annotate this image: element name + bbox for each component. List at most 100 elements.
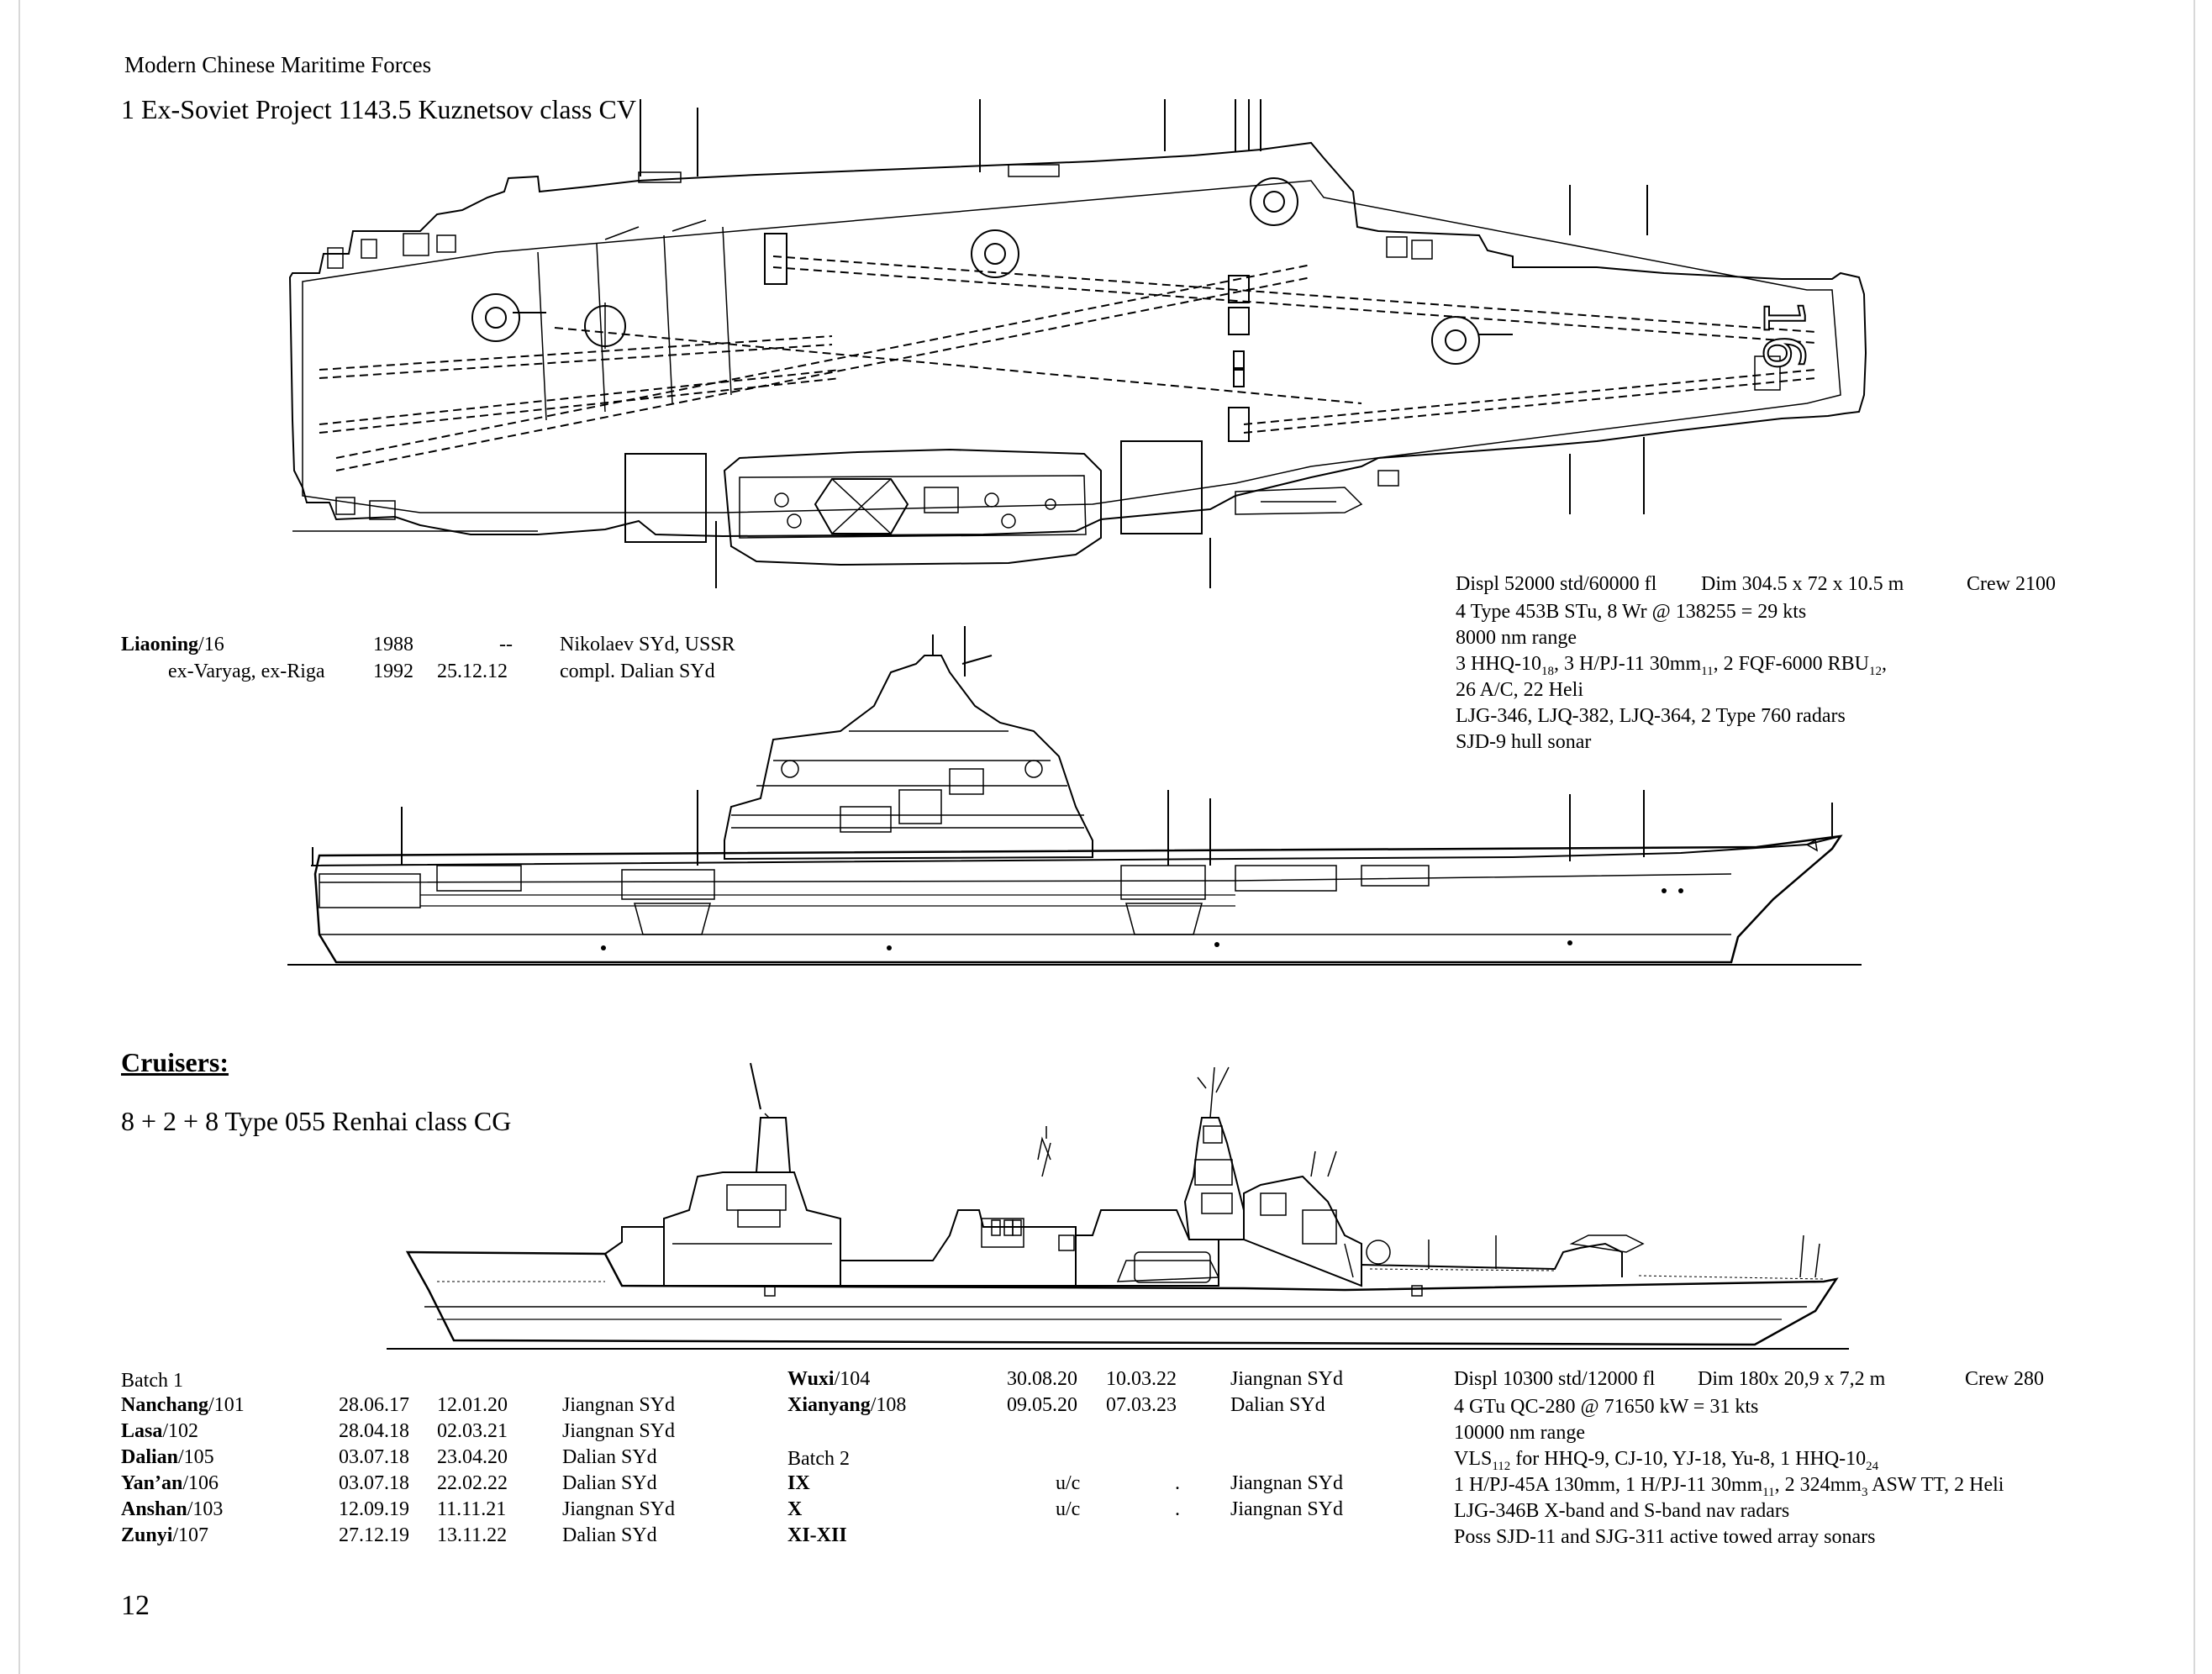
builder: Dalian SYd <box>562 1446 657 1468</box>
cruiser-row: Lasa/102 28.04.18 02.03.21 Jiangnan SYd <box>0 1420 756 1446</box>
comm-date: 13.11.22 <box>437 1524 508 1546</box>
guns-text: ASW TT, 2 Heli <box>1867 1474 2004 1496</box>
cruiser-propulsion: 4 GTu QC-280 @ 71650 kW = 31 kts <box>1454 1396 1759 1418</box>
comm-date: 02.03.21 <box>437 1420 508 1442</box>
cruiser-row: XI-XII <box>0 1524 1429 1550</box>
laid-date: 28.04.18 <box>339 1420 409 1442</box>
cruiser-spec-displ-line: Displ 10300 std/12000 fl Dim 180x 20,9 x… <box>0 1368 2212 1394</box>
cruiser-row: Zunyi/107 27.12.19 13.11.22 Dalian SYd <box>0 1524 756 1550</box>
laid-date: 30.08.20 <box>1007 1368 1077 1390</box>
pennant: /16 <box>198 634 224 655</box>
carrier-radars: LJG-346, LJQ-382, LJQ-364, 2 Type 760 ra… <box>1456 705 1846 727</box>
carrier-range: 8000 nm range <box>1456 627 1577 649</box>
ship-name: Xianyang <box>787 1394 871 1416</box>
laid-date: 03.07.18 <box>339 1446 409 1468</box>
pennant: /105 <box>178 1446 214 1468</box>
comm-date: 07.03.23 <box>1106 1394 1177 1416</box>
pennant: /108 <box>870 1394 907 1416</box>
carrier-plan-view-drawing <box>286 97 1874 588</box>
comm-status: . <box>1175 1472 1180 1494</box>
carrier-dimensions: Dim 304.5 x 72 x 10.5 m <box>1701 573 1904 595</box>
arm-text: , 2 FQF-6000 RBU <box>1713 653 1869 675</box>
ship-name: XI-XII <box>787 1524 847 1546</box>
page-number: 12 <box>121 1590 150 1621</box>
arm-text: , <box>1881 653 1887 675</box>
laid-date: 28.06.17 <box>339 1394 409 1416</box>
builder: compl. Dalian SYd <box>560 661 715 682</box>
laid-status: u/c <box>1056 1498 1081 1520</box>
cruiser-guns: 1 H/PJ-45A 130mm, 1 H/PJ-11 30mm11, 2 32… <box>1454 1472 2004 1499</box>
carrier-profile-drawing <box>286 618 1874 971</box>
comm-date: 23.04.20 <box>437 1446 508 1468</box>
carrier-ship-row: Liaoning/16 1988 -- Nikolaev SYd, USSR <box>0 634 840 660</box>
builder: Nikolaev SYd, USSR <box>560 634 735 655</box>
guns-sub: 3 <box>1861 1486 1868 1499</box>
ship-name: Wuxi <box>787 1368 835 1390</box>
year-commissioned: -- <box>499 634 513 655</box>
laid-date: 09.05.20 <box>1007 1394 1077 1416</box>
builder: Jiangnan SYd <box>562 1498 675 1520</box>
vls-sub: 112 <box>1492 1460 1511 1473</box>
pennant: /107 <box>172 1524 209 1546</box>
arm-text: , 3 H/PJ-11 30mm <box>1554 653 1702 675</box>
laid-date: 03.07.18 <box>339 1472 409 1494</box>
running-header: Modern Chinese Maritime Forces <box>124 52 432 77</box>
vls-sub: 24 <box>1866 1460 1879 1473</box>
cruisers-section-title: Cruisers: <box>121 1047 229 1077</box>
cruiser-class-heading: 8 + 2 + 8 Type 055 Renhai class CG <box>121 1106 512 1136</box>
type-055-cruiser-profile-drawing <box>387 1046 1849 1357</box>
builder: Jiangnan SYd <box>1230 1472 1343 1494</box>
carrier-armament: 3 HHQ-1018, 3 H/PJ-11 30mm11, 2 FQF-6000… <box>1456 651 1887 678</box>
guns-sub: 11 <box>1762 1486 1775 1499</box>
arm-sub: 18 <box>1541 665 1554 678</box>
deck-number-16: 16 <box>1750 299 1816 371</box>
pennant: /104 <box>834 1368 871 1390</box>
page-edge-right <box>2194 0 2195 1674</box>
arm-sub: 11 <box>1701 665 1714 678</box>
pennant: /103 <box>187 1498 224 1520</box>
pennant: /101 <box>208 1394 245 1416</box>
comm-date: 10.03.22 <box>1106 1368 1177 1390</box>
vls-text: VLS <box>1454 1448 1493 1470</box>
comm-date: 12.01.20 <box>437 1394 508 1416</box>
cruiser-row: Wuxi/104 30.08.20 10.03.22 Jiangnan SYd <box>0 1368 1429 1394</box>
cruiser-displacement: Displ 10300 std/12000 fl <box>1454 1368 1656 1390</box>
cruiser-sonars: Poss SJD-11 and SJG-311 active towed arr… <box>1454 1526 1876 1548</box>
cruiser-row: Yan’an/106 03.07.18 22.02.22 Dalian SYd <box>0 1472 756 1498</box>
cruiser-radars: LJG-346B X-band and S-band nav radars <box>1454 1500 1790 1522</box>
batch-2-label: Batch 2 <box>787 1448 850 1470</box>
carrier-air-wing: 26 A/C, 22 Heli <box>1456 679 1584 701</box>
comm-status: . <box>1175 1498 1180 1520</box>
ship-name: Liaoning <box>121 634 199 655</box>
builder: Jiangnan SYd <box>562 1420 675 1442</box>
builder: Jiangnan SYd <box>1230 1498 1343 1520</box>
builder: Dalian SYd <box>562 1472 657 1494</box>
arm-text: 3 HHQ-10 <box>1456 653 1541 675</box>
pennant: /102 <box>162 1420 199 1442</box>
ship-name: Anshan <box>121 1498 187 1520</box>
cruiser-crew: Crew 280 <box>1965 1368 2044 1390</box>
cruiser-row: X u/c . Jiangnan SYd <box>0 1498 1429 1524</box>
ship-name: X <box>787 1498 803 1520</box>
ship-name: Zunyi <box>121 1524 173 1546</box>
guns-text: 1 H/PJ-45A 130mm, 1 H/PJ-11 30mm <box>1454 1474 1763 1496</box>
cruiser-row: Anshan/103 12.09.19 11.11.21 Jiangnan SY… <box>0 1498 756 1524</box>
cruiser-range: 10000 nm range <box>1454 1422 1585 1444</box>
page-edge-left <box>18 0 20 1674</box>
carrier-sonar: SJD-9 hull sonar <box>1456 731 1592 753</box>
comm-date: 22.02.22 <box>437 1472 508 1494</box>
carrier-spec-displ-line: Displ 52000 std/60000 fl Dim 304.5 x 72 … <box>0 573 2212 599</box>
year-launched: 1992 <box>373 661 413 682</box>
vls-text: for HHQ-9, CJ-10, YJ-18, Yu-8, 1 HHQ-10 <box>1510 1448 1867 1470</box>
carrier-crew: Crew 2100 <box>1967 573 2056 595</box>
builder: Jiangnan SYd <box>1230 1368 1343 1390</box>
cruiser-row: Nanchang/101 28.06.17 12.01.20 Jiangnan … <box>0 1394 756 1420</box>
guns-text: , 2 324mm <box>1774 1474 1862 1496</box>
carrier-propulsion: 4 Type 453B STu, 8 Wr @ 138255 = 29 kts <box>1456 601 1807 623</box>
carrier-displacement: Displ 52000 std/60000 fl <box>1456 573 1657 595</box>
ship-name: Nanchang <box>121 1394 209 1416</box>
laid-date: 27.12.19 <box>339 1524 409 1546</box>
ship-name: Lasa <box>121 1420 163 1442</box>
pennant: /106 <box>182 1472 219 1494</box>
ship-name: IX <box>787 1472 810 1494</box>
